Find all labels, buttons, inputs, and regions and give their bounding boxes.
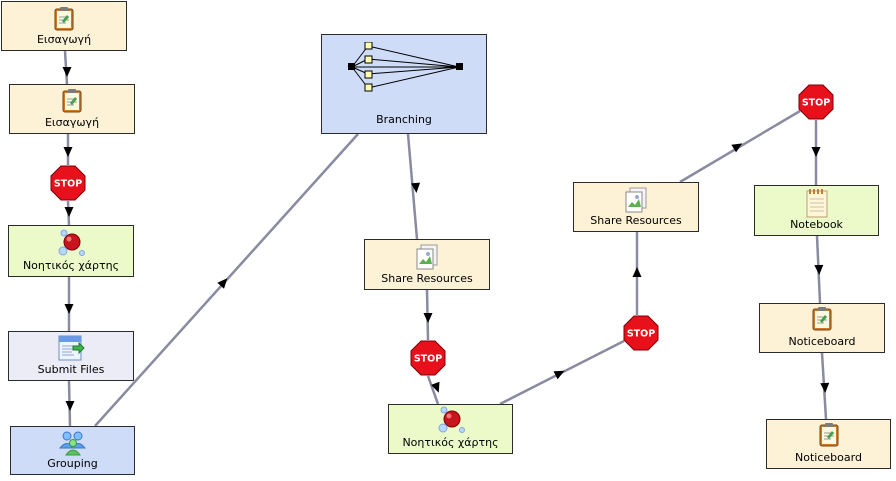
branching-diagram-icon <box>348 42 463 92</box>
activity-mindmap-1[interactable]: Νοητικός χάρτης <box>8 225 134 277</box>
share-resources-icon <box>625 187 647 213</box>
stop-gate[interactable]: STOP <box>410 340 446 376</box>
transition-arrowhead <box>63 147 73 157</box>
activity-label: Noticeboard <box>795 451 862 464</box>
activity-grouping[interactable]: Grouping <box>10 426 135 475</box>
stop-gate[interactable]: STOP <box>798 84 834 120</box>
mindmap-bubbles-icon <box>438 406 465 433</box>
activity-label: Noticeboard <box>788 335 856 348</box>
grouping-people-icon <box>58 431 86 456</box>
activity-label: Notebook <box>790 218 843 231</box>
stop-gate[interactable]: STOP <box>50 165 86 201</box>
transition-arrowhead <box>431 381 440 393</box>
activity-label: Submit Files <box>37 363 105 376</box>
share-resources-icon <box>416 244 438 270</box>
transition-arrowhead <box>423 313 433 323</box>
transition-arrowhead <box>632 267 642 277</box>
transition-arrowhead <box>820 382 830 393</box>
activity-label: Εισαγωγή <box>36 33 92 46</box>
stop-label: STOP <box>414 354 442 365</box>
transition-arrowhead <box>65 401 75 411</box>
activity-label: Νοητικός χάρτης <box>402 436 499 449</box>
transition-arrowhead <box>731 143 743 153</box>
stop-label: STOP <box>54 179 82 190</box>
activity-label: Νοητικός χάρτης <box>22 259 120 272</box>
activity-share-resources-1[interactable]: Share Resources <box>364 239 490 290</box>
submit-files-icon <box>58 335 85 361</box>
notice-clipboard-icon <box>812 307 832 331</box>
transition-arrowhead <box>811 147 821 157</box>
activity-label: Grouping <box>47 457 98 470</box>
activity-notebook[interactable]: Notebook <box>754 185 879 236</box>
stop-label: STOP <box>802 98 830 109</box>
activity-label: Share Resources <box>381 272 473 285</box>
transition-line <box>406 133 419 240</box>
transition-arrowhead <box>62 67 72 77</box>
activity-eisagogi-2[interactable]: Εισαγωγή <box>9 84 135 134</box>
notice-clipboard-icon <box>62 89 82 113</box>
transition-arrowhead <box>814 264 824 275</box>
stop-label: STOP <box>627 329 655 340</box>
notebook-icon <box>806 189 827 218</box>
activity-mindmap-2[interactable]: Νοητικός χάρτης <box>388 404 513 454</box>
activity-label: Share Resources <box>590 214 682 227</box>
activity-eisagogi-1[interactable]: Εισαγωγή <box>1 1 127 51</box>
transition-arrows <box>62 67 830 411</box>
transition-arrowhead <box>411 182 421 193</box>
activity-share-resources-2[interactable]: Share Resources <box>573 182 699 232</box>
transition-line <box>426 375 440 405</box>
transition-arrowhead <box>64 207 74 217</box>
notice-clipboard-icon <box>819 423 838 447</box>
activity-label: Εισαγωγή <box>44 116 100 129</box>
notice-clipboard-icon <box>54 7 74 31</box>
activity-label: Branching <box>376 113 432 126</box>
transition-arrowhead <box>553 370 565 380</box>
activity-branching[interactable]: Branching <box>321 34 487 134</box>
stop-gate[interactable]: STOP <box>623 315 659 351</box>
activity-submit-files[interactable]: Submit Files <box>8 331 134 381</box>
transition-arrowhead <box>64 304 74 314</box>
transition-arrowhead <box>217 278 228 289</box>
activity-noticeboard-1[interactable]: Noticeboard <box>759 303 885 353</box>
mindmap-bubbles-icon <box>58 229 85 256</box>
activity-noticeboard-2[interactable]: Noticeboard <box>766 419 891 469</box>
